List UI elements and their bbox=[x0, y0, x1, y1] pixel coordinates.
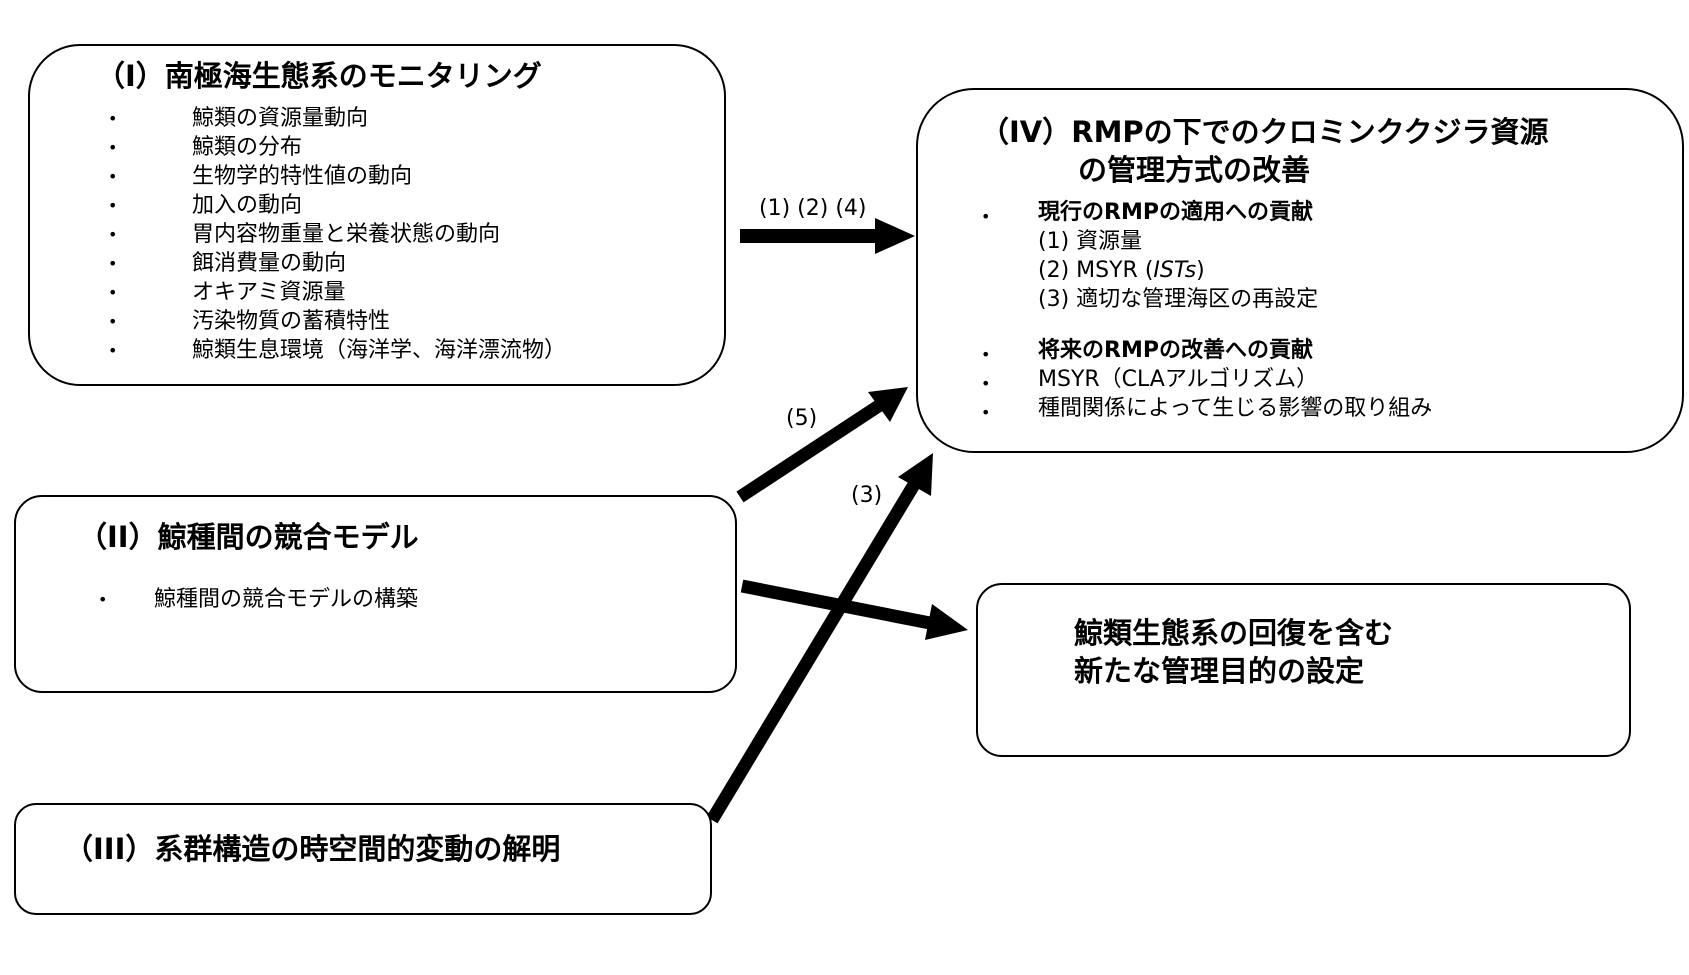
bullet: • bbox=[108, 312, 118, 331]
box-antarctic-monitoring-title: （I）南極海生態系のモニタリング bbox=[96, 59, 542, 93]
current-rmp-item-msyr: (2) MSYR (ISTs) bbox=[1038, 258, 1205, 283]
future-rmp-item-msyr: MSYR（CLAアルゴリズム） bbox=[1038, 367, 1319, 392]
box-stock-structure: （III）系群構造の時空間的変動の解明 bbox=[14, 803, 712, 915]
bullet: • bbox=[108, 109, 118, 128]
bullet: • bbox=[981, 345, 991, 364]
box-interspecies-competition: （II）鯨種間の競合モデル •鯨種間の競合モデルの構築 bbox=[14, 495, 737, 693]
bullet: • bbox=[108, 138, 118, 157]
arrow-label-5: (5) bbox=[786, 406, 818, 431]
arrow-label-1-2-4: (1) (2) (4) bbox=[759, 196, 867, 221]
box-antarctic-monitoring: （I）南極海生態系のモニタリング •鯨類の資源量動向 •鯨類の分布 •生物学的特… bbox=[28, 44, 726, 386]
box-stock-structure-title: （III）系群構造の時空間的変動の解明 bbox=[64, 832, 561, 866]
box-management-objectives: 鯨類生態系の回復を含む 新たな管理目的の設定 bbox=[976, 583, 1631, 757]
current-rmp-item-abundance: (1) 資源量 bbox=[1038, 229, 1143, 254]
future-rmp-item-interactions: 種間関係によって生じる影響の取り組み bbox=[1038, 396, 1433, 421]
box-management-objectives-line2: 新たな管理目的の設定 bbox=[1074, 654, 1365, 688]
arrow-box2-to-box5 bbox=[740, 579, 968, 640]
bullet: • bbox=[98, 590, 108, 609]
future-rmp-heading: 将来のRMPの改善への貢献 bbox=[1038, 338, 1313, 363]
bullet: • bbox=[981, 207, 991, 226]
bullet: • bbox=[108, 341, 118, 360]
bullet: • bbox=[108, 196, 118, 215]
bullet: • bbox=[108, 254, 118, 273]
bullet: • bbox=[981, 403, 991, 422]
bullet: • bbox=[108, 225, 118, 244]
bullet: • bbox=[108, 283, 118, 302]
box-management-objectives-line1: 鯨類生態系の回復を含む bbox=[1074, 616, 1394, 650]
current-rmp-item-areas: (3) 適切な管理海区の再設定 bbox=[1038, 287, 1319, 312]
arrow-label-3: (3) bbox=[851, 483, 883, 508]
arrow-box1-to-box4 bbox=[740, 218, 915, 254]
arrow-box3-to-box4 bbox=[706, 453, 933, 824]
bullet: • bbox=[981, 374, 991, 393]
current-rmp-heading: 現行のRMPの適用への貢献 bbox=[1038, 200, 1313, 225]
box-rmp-improvement-title-line2: の管理方式の改善 bbox=[1078, 153, 1311, 187]
arrow-box2-to-box4 bbox=[736, 387, 908, 503]
bullet: • bbox=[108, 167, 118, 186]
box-rmp-improvement: （IV）RMPの下でのクロミンククジラ資源 の管理方式の改善 • 現行のRMPの… bbox=[916, 88, 1684, 453]
box-interspecies-competition-title: （II）鯨種間の競合モデル bbox=[78, 520, 419, 554]
box-rmp-improvement-title-line1: （IV）RMPの下でのクロミンククジラ資源 bbox=[980, 115, 1549, 149]
